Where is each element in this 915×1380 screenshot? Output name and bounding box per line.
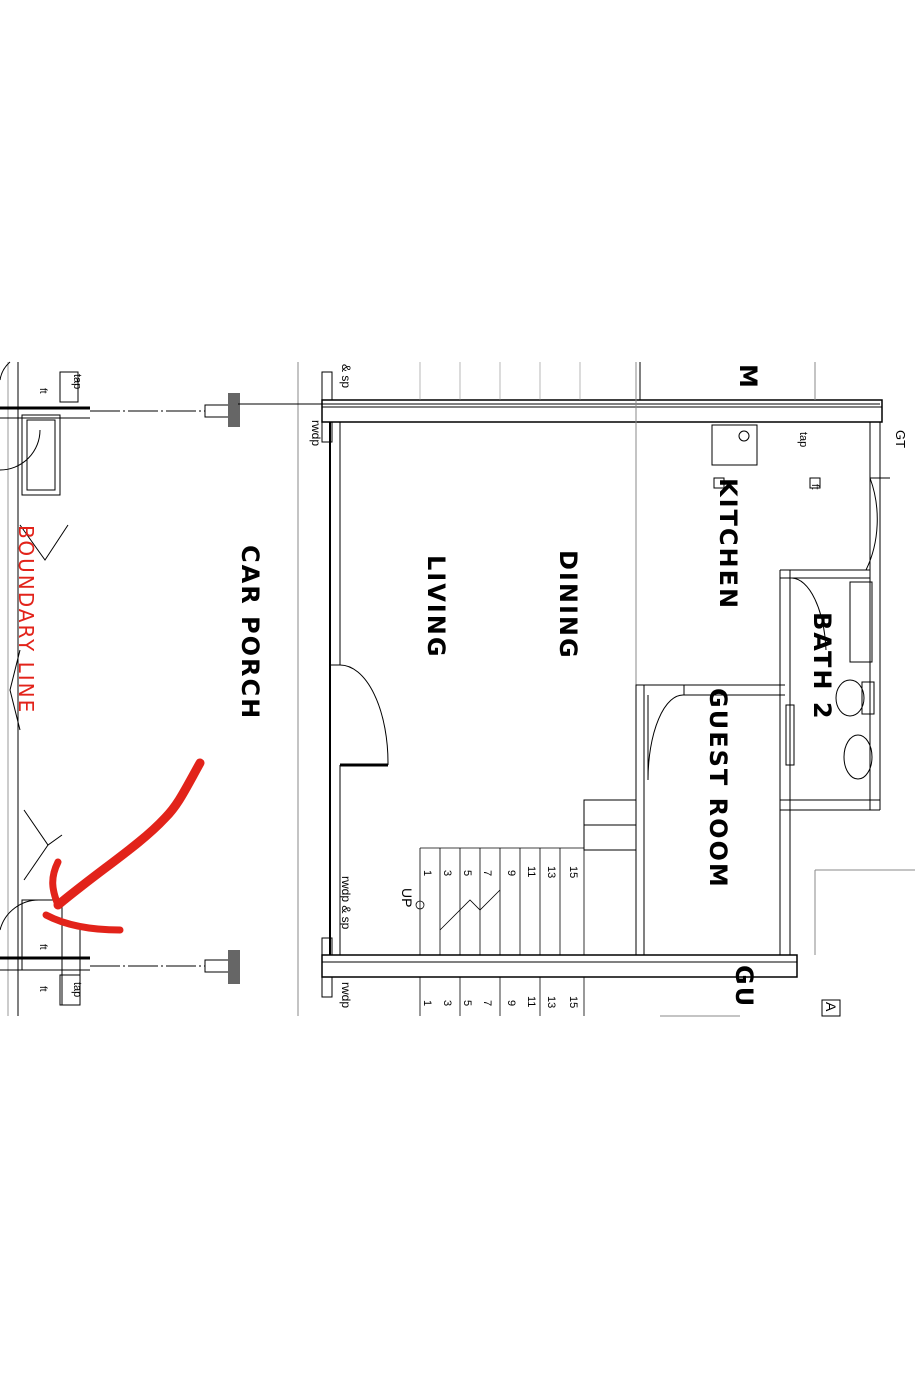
porch-edge <box>238 362 880 1016</box>
stair-number: 11 <box>525 996 537 1007</box>
stair-number: 15 <box>567 996 579 1008</box>
room-labels: CAR PORCH LIVING DINING KITCHEN BATH 2 G… <box>14 364 836 1008</box>
stair-number: 7 <box>481 1000 493 1006</box>
plan-notes: tap ft tap ft ft & sp rwdp rwdp & sp rwd… <box>37 364 908 1012</box>
front-door-swing <box>339 664 389 766</box>
note-ft-bottom-left-1: ft <box>37 944 48 950</box>
note-tap-top-left: tap <box>71 374 83 389</box>
boundary-strip <box>0 361 90 1016</box>
note-rwdp-bottom: rwdp <box>339 982 353 1008</box>
note-tap-bottom-left: tap <box>71 982 83 997</box>
label-car-porch: CAR PORCH <box>236 545 264 720</box>
stair-number: 1 <box>421 870 433 876</box>
stair-number: 5 <box>461 870 473 876</box>
house-walls <box>321 362 915 1017</box>
gate-column-top-dark <box>228 393 240 427</box>
note-rwdp-sp-bottom: rwdp & sp <box>339 876 353 930</box>
stair-number: 11 <box>525 866 537 877</box>
note-stair-up: UP <box>399 888 415 907</box>
red-arrow-head-lower <box>42 911 124 934</box>
stair-numbers-lower: 1 3 5 7 9 11 13 15 <box>421 996 579 1008</box>
red-arrow-head-upper <box>49 858 62 909</box>
stair-numbers-upper: 1 3 5 7 9 11 13 15 <box>421 866 579 878</box>
note-ft-top-left: ft <box>37 388 48 394</box>
stair-number: 13 <box>545 866 557 878</box>
note-sp-top: & sp <box>339 364 353 388</box>
label-bath-2: BATH 2 <box>808 612 836 721</box>
stair-number: 15 <box>567 866 579 878</box>
gate-column-top <box>204 404 231 418</box>
label-room-cut-top: M <box>734 364 762 390</box>
label-living: LIVING <box>422 555 450 659</box>
bath-basin-counter <box>849 581 873 663</box>
stair-number: 5 <box>461 1000 473 1006</box>
note-cut-a: A <box>823 1002 839 1012</box>
label-boundary-line: BOUNDARY LINE <box>14 525 38 714</box>
note-ft-bottom-left-2: ft <box>37 986 48 992</box>
stair-number: 3 <box>441 870 453 876</box>
stair-number: 9 <box>505 870 517 876</box>
label-guest-room: GUEST ROOM <box>704 688 732 889</box>
stair-number: 9 <box>505 1000 517 1006</box>
label-dining: DINING <box>554 550 582 660</box>
kitchen-sink <box>711 424 758 466</box>
wash-basin <box>843 734 873 780</box>
stair-number: 13 <box>545 996 557 1008</box>
gate-column-bottom-dark <box>228 950 240 984</box>
gate-column-bottom <box>204 959 231 973</box>
staircase <box>415 847 585 1016</box>
note-rwdp-top: rwdp <box>309 420 323 446</box>
stair-number: 1 <box>421 1000 433 1006</box>
stair-number: 7 <box>481 870 493 876</box>
note-ft-kitchen: ft <box>809 484 820 490</box>
stair-number: 3 <box>441 1000 453 1006</box>
red-arrow-annotation <box>42 758 205 934</box>
red-arrow-shaft <box>53 758 205 910</box>
note-tap-kitchen: tap <box>797 432 809 447</box>
toilet-bowl <box>835 679 865 717</box>
gate-lines <box>90 393 240 984</box>
note-gt: GT <box>893 430 908 448</box>
label-kitchen: KITCHEN <box>714 478 742 610</box>
label-guest-room-cut: GU <box>730 965 758 1008</box>
